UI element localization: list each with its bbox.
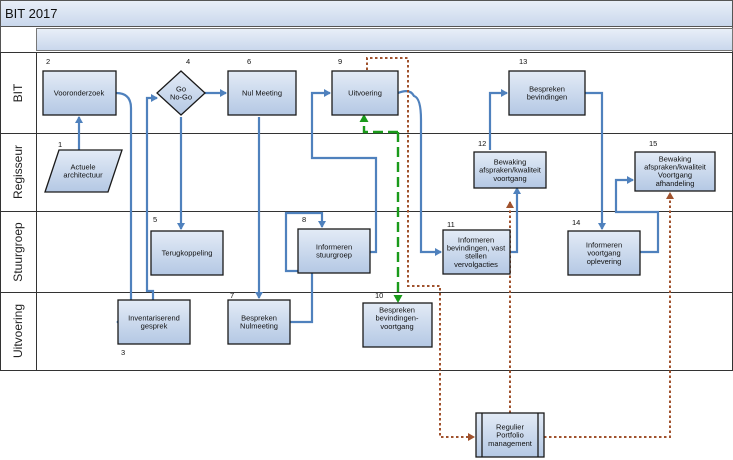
step-rpm-label-line: Regulier: [496, 422, 524, 431]
step-s12-label-line: afspraken/kwaliteit: [479, 166, 542, 175]
header-band: [36, 28, 733, 51]
step-s11-label-line: Informeren: [458, 235, 494, 244]
step-s12-number: 12: [478, 139, 486, 148]
step-8-shape[interactable]: [297, 228, 371, 274]
step-s14-label-line: Informeren: [586, 240, 622, 249]
step-s3-label-line: gesprek: [141, 322, 168, 331]
step-s11-label-line: vervolgacties: [454, 260, 498, 269]
step-s3-label-line: Inventariserend: [128, 314, 180, 323]
connector-7-8: [284, 211, 326, 324]
step-15-shape[interactable]: [634, 151, 716, 192]
step-s6-number: 6: [247, 57, 251, 66]
connector-rpm-15: [538, 192, 674, 441]
connector-9-11: [397, 89, 442, 256]
lane-label-stuurgroep: Stuurgroep: [11, 222, 25, 282]
step-1-shape[interactable]: [44, 149, 123, 193]
step-s9-number: 9: [338, 57, 342, 66]
step-s7-number: 7: [230, 291, 234, 300]
lane-label-bit: BIT: [11, 83, 25, 102]
step-s8-label-line: stuurgroep: [316, 251, 352, 260]
step-11-shape[interactable]: [442, 229, 511, 275]
step-s4-label-line: Go: [176, 85, 186, 94]
step-s5-number: 5: [153, 215, 157, 224]
connector-12-13: [488, 89, 508, 150]
connector-11-12: [510, 187, 521, 254]
step-s5-label-line: Terugkoppeling: [162, 249, 213, 258]
step-s15-label-line: Voortgang: [658, 171, 692, 180]
green-connectors: [359, 114, 403, 303]
step-9-shape[interactable]: [331, 70, 399, 116]
rpm-shape[interactable]: [475, 412, 545, 458]
step-s4-number: 4: [186, 57, 190, 66]
title-bar: [0, 0, 733, 27]
step-s9-label-line: Uitvoering: [348, 89, 382, 98]
step-s10-label-line: voortgang: [380, 322, 413, 331]
flow-connectors: [75, 89, 660, 326]
step-s15-label-line: afspraken/kwaliteit: [644, 163, 707, 172]
step-s15-label-line: afhandeling: [656, 179, 695, 188]
step-5-shape[interactable]: [150, 230, 224, 276]
step-s10-label-line: Bespreken: [379, 305, 415, 314]
step-s12-label-line: Bewaking: [494, 157, 527, 166]
step-s13-label-line: Bespreken: [529, 85, 565, 94]
step-s2-number: 2: [46, 57, 50, 66]
step-rpm-label-line: management: [488, 439, 533, 448]
step-s13-number: 13: [519, 57, 527, 66]
lane-label-regisseur: Regisseur: [11, 145, 25, 199]
connector-8-9: [310, 89, 378, 254]
step-10-shape[interactable]: [362, 302, 433, 348]
step-s4-label-line: No-Go: [170, 93, 192, 102]
step-s3-number: 3: [121, 348, 125, 357]
step-s14-number: 14: [572, 218, 580, 227]
step-s11-number: 11: [447, 220, 455, 229]
step-s2-label-line: Vooronderzoek: [54, 89, 105, 98]
step-s6-label-line: Nul Meeting: [242, 89, 282, 98]
step-s11-label-line: bevindingen, vast: [447, 244, 506, 253]
step-s8-number: 8: [302, 215, 306, 224]
step-13-shape[interactable]: [508, 70, 586, 116]
step-14-shape[interactable]: [567, 230, 641, 276]
step-s1-label-line: architectuur: [63, 171, 103, 180]
step-s7-label-line: Bespreken: [241, 314, 277, 323]
step-3-shape[interactable]: [117, 299, 191, 345]
diagram-title: BIT 2017: [5, 6, 58, 21]
step-s15-label-line: Bewaking: [659, 154, 692, 163]
step-s15-number: 15: [649, 139, 657, 148]
connector-9-rpm: [366, 57, 475, 441]
step-12-shape[interactable]: [473, 151, 547, 189]
step-s10-number: 10: [375, 291, 383, 300]
step-s12-label-line: voortgang: [493, 174, 526, 183]
process-steps: [42, 70, 716, 458]
step-s1-number: 1: [58, 140, 62, 149]
step-4-shape[interactable]: [156, 70, 206, 116]
connector-2-3: [115, 91, 133, 326]
step-s11-label-line: stellen: [465, 252, 487, 261]
step-s1-label-line: Actuele: [70, 163, 95, 172]
connector-10-9: [359, 114, 398, 134]
step-6-shape[interactable]: [227, 70, 297, 116]
step-s8-label-line: Informeren: [316, 243, 352, 252]
step-s14-label-line: voortgang: [587, 249, 620, 258]
connector-13-14: [585, 91, 606, 230]
step-s7-label-line: Nulmeeting: [240, 322, 278, 331]
step-s14-label-line: oplevering: [587, 257, 622, 266]
step-2-shape[interactable]: [42, 70, 117, 116]
step-s13-label-line: bevindingen: [527, 93, 567, 102]
lane-label-uitvoering: Uitvoering: [11, 304, 25, 358]
step-7-shape[interactable]: [227, 299, 291, 345]
step-rpm-label-line: Portfolio: [496, 431, 524, 440]
step-s10-label-line: bevindingen-: [376, 314, 419, 323]
